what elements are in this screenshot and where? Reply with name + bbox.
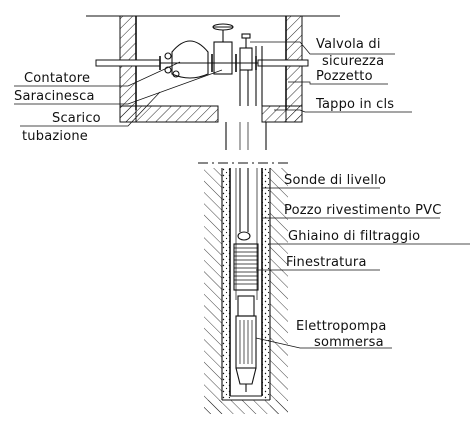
label-scarico-2: tubazione <box>22 129 88 144</box>
borehole-soil <box>204 168 288 414</box>
label-valvola-2: sicurezza <box>322 54 384 69</box>
label-elettropompa-2: sommersa <box>314 335 384 350</box>
label-tappo: Tappo in cls <box>315 97 394 112</box>
label-elettropompa-1: Elettropompa <box>296 319 387 334</box>
labels: Valvola di sicurezza Pozzetto Tappo in c… <box>14 37 442 350</box>
label-valvola-1: Valvola di <box>316 37 381 52</box>
riser-and-probes <box>235 168 258 300</box>
label-saracinesca: Saracinesca <box>14 89 95 104</box>
chamber-fittings <box>159 23 263 106</box>
label-pozzetto: Pozzetto <box>316 69 373 84</box>
label-scarico-1: Scarico <box>52 111 101 126</box>
label-finestratura: Finestratura <box>286 255 367 270</box>
discharge-pipe <box>95 59 309 67</box>
gravel-pack <box>222 168 270 400</box>
label-pozzo-pvc: Pozzo rivestimento PVC <box>284 203 442 218</box>
label-sonde: Sonde di livello <box>284 173 386 188</box>
pvc-casing <box>229 168 263 397</box>
screen-section <box>233 243 259 291</box>
section-break <box>198 122 290 164</box>
label-contatore: Contatore <box>24 71 90 86</box>
leader-lines <box>14 41 470 349</box>
label-ghiaino: Ghiaino di filtraggio <box>288 229 420 244</box>
submersible-pump <box>235 295 257 392</box>
pozzetto-chamber <box>119 15 303 123</box>
